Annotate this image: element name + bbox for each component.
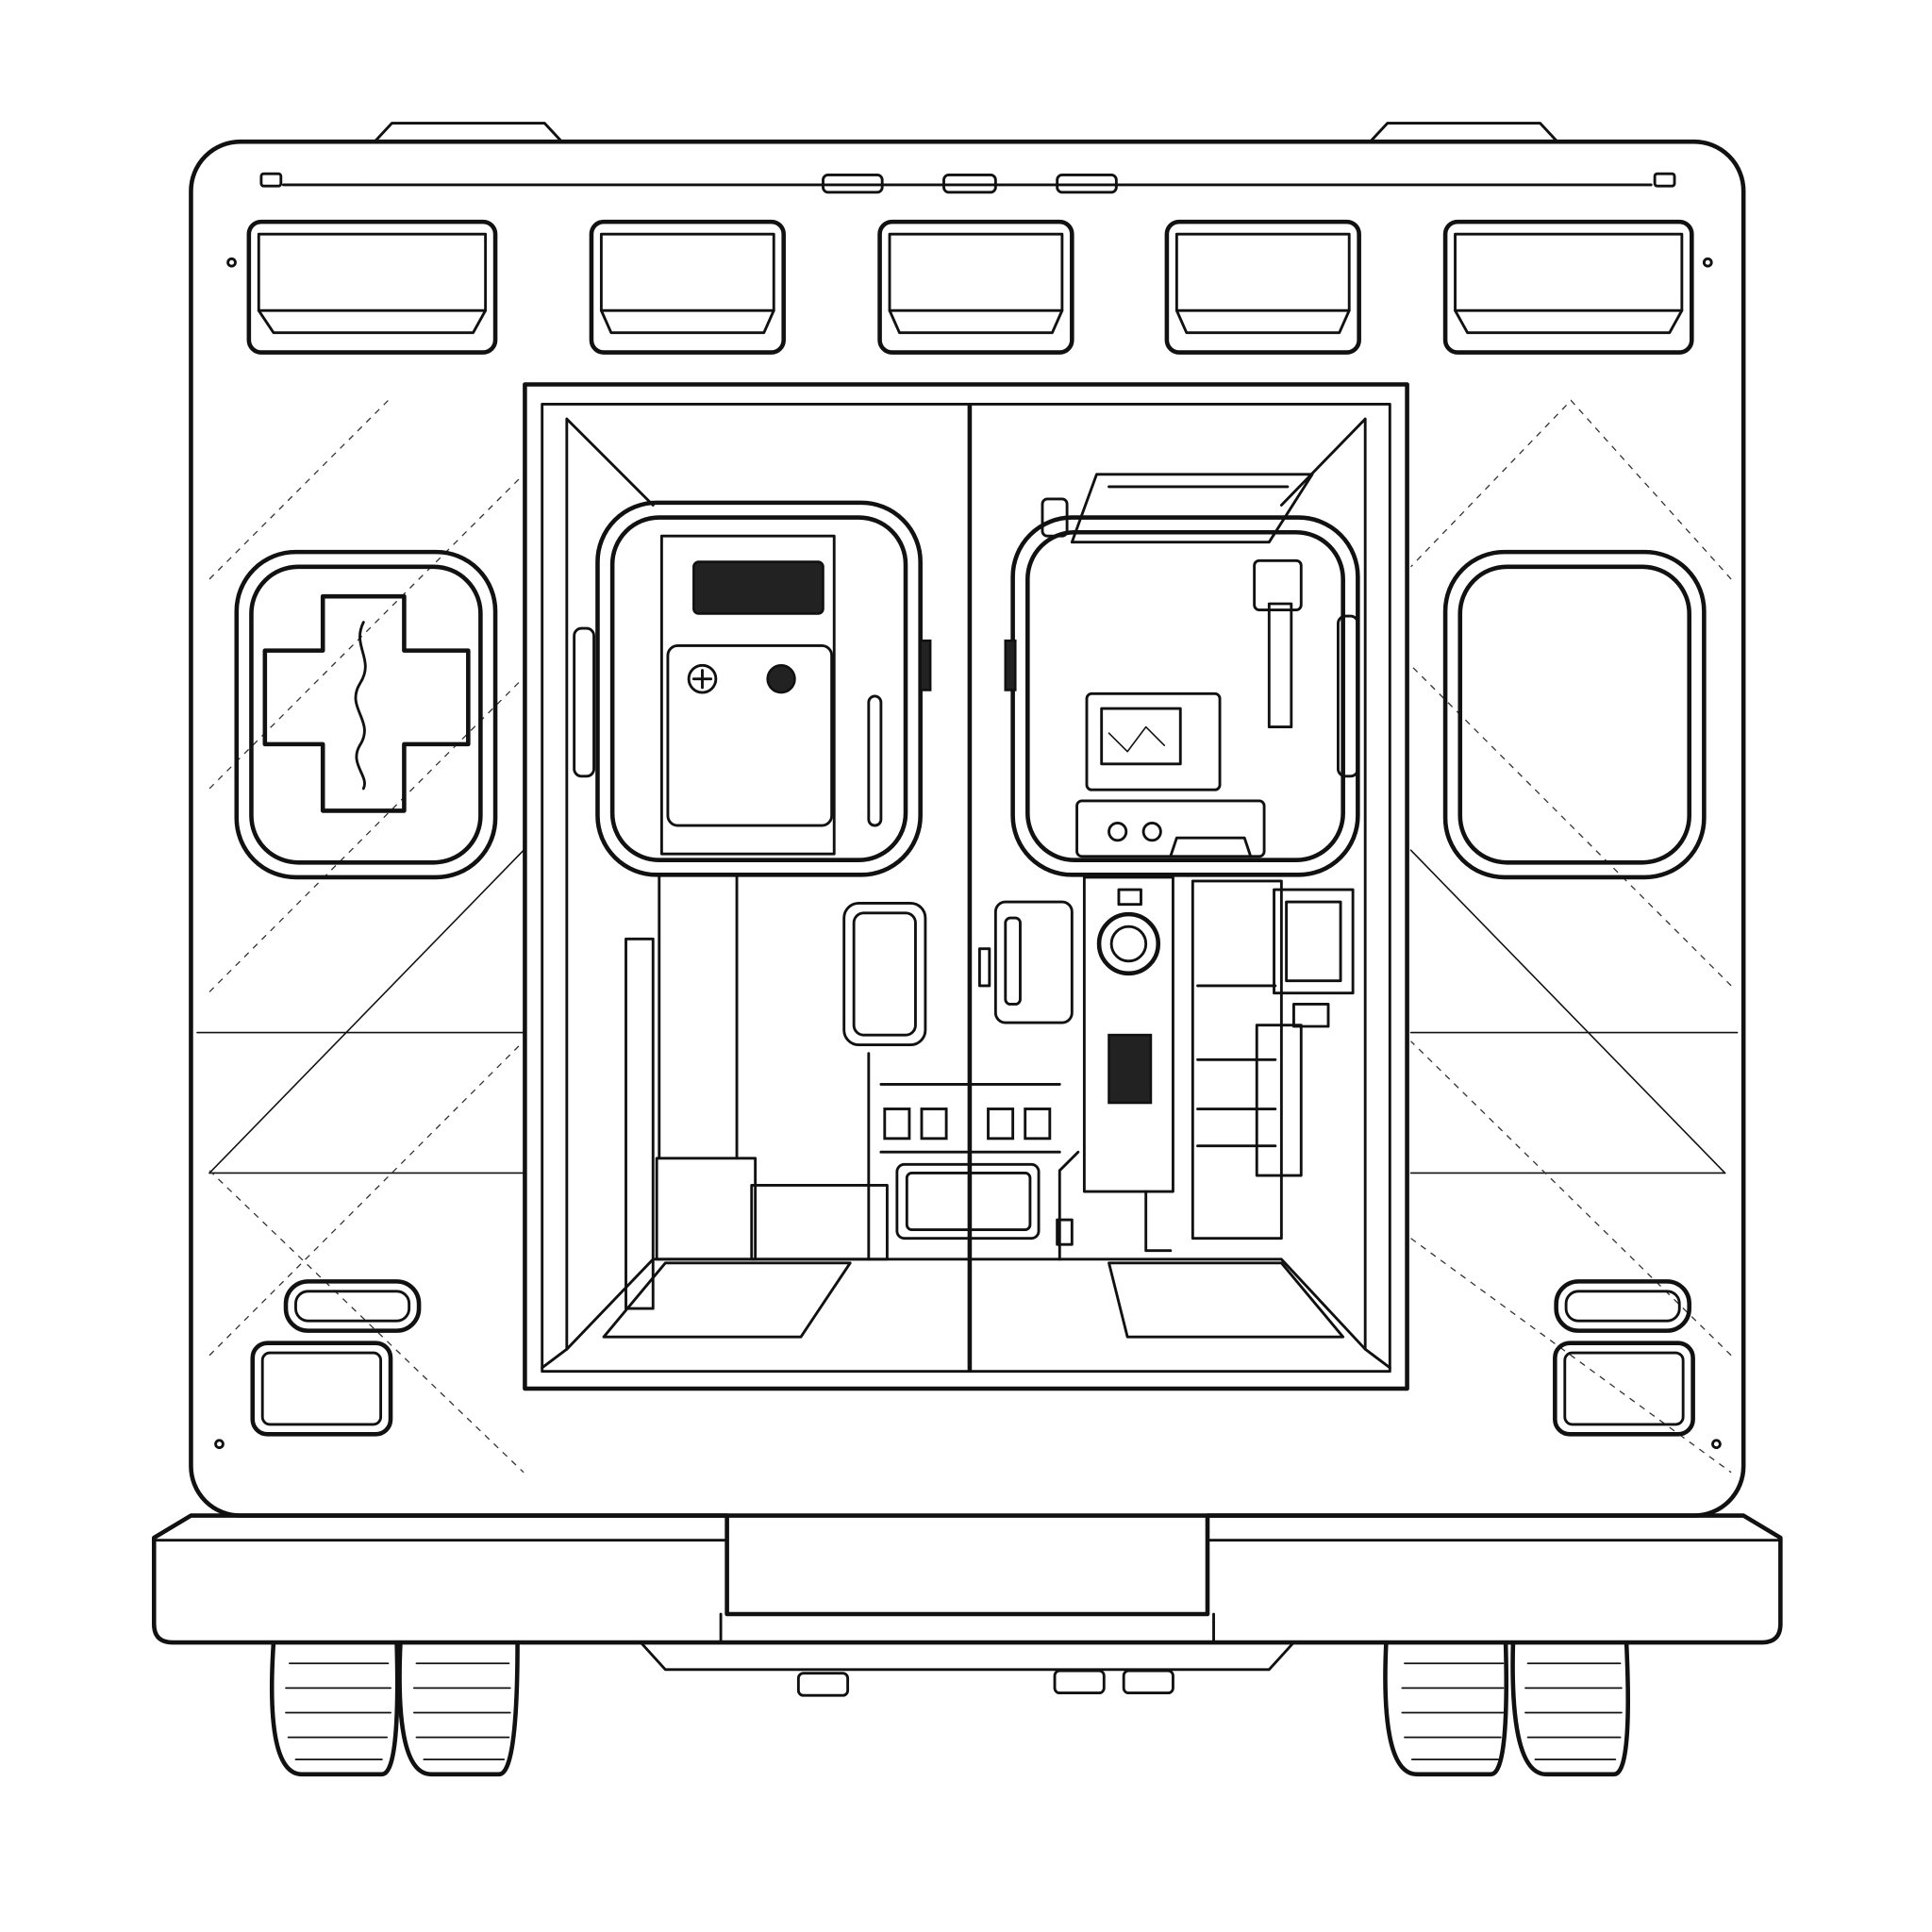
roof-lights — [374, 122, 1558, 142]
star-of-life-window — [234, 549, 498, 880]
right-window — [1442, 549, 1707, 880]
rear-wheels — [270, 1641, 1630, 1777]
tail-lights — [250, 1279, 1695, 1437]
star-of-life-icon — [262, 593, 471, 813]
rear-bumper — [151, 1513, 1783, 1697]
interior-equipment — [625, 875, 1355, 1310]
left-cabinet — [595, 500, 932, 877]
patient-monitor — [1085, 691, 1222, 791]
control-dial-icon — [1096, 911, 1161, 976]
right-cabinet — [1004, 473, 1360, 877]
marker-lights — [246, 219, 1694, 355]
body-stripes — [196, 399, 1739, 1474]
ambulance-body — [189, 139, 1746, 1518]
rear-door-opening — [523, 382, 1409, 1391]
